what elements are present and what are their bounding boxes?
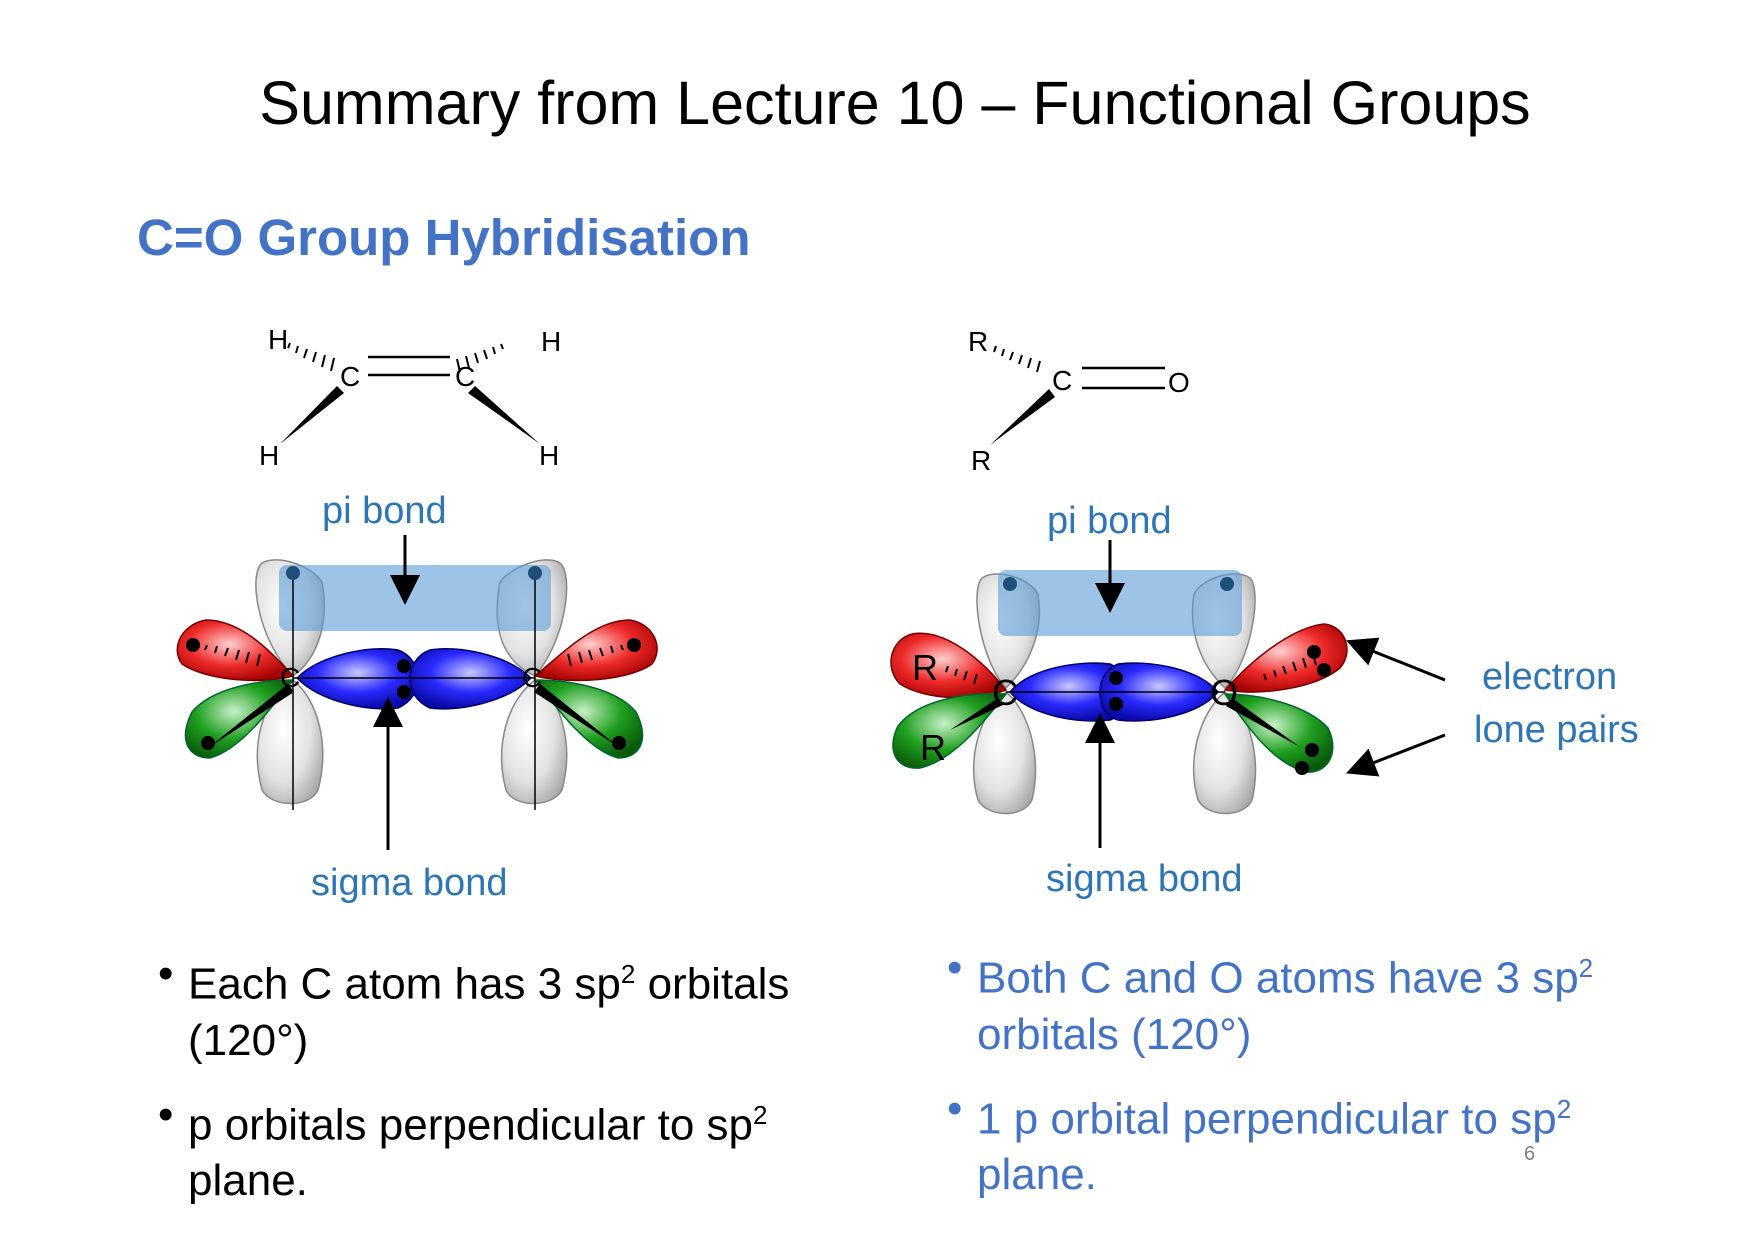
atom-c: C (1052, 365, 1072, 396)
lone-pairs-label: lone pairs (1474, 709, 1639, 751)
atom-h: H (541, 326, 561, 357)
page-number: 6 (1524, 1143, 1536, 1165)
atom-r: R (920, 727, 946, 768)
atom-h: H (268, 324, 288, 355)
bullet-item: p orbitals perpendicular to sp2 plane. (158, 1087, 808, 1210)
bullet-item: Each C atom has 3 sp2 orbitals (120°) (158, 946, 808, 1069)
atom-c: C (522, 662, 542, 693)
atom-h: H (259, 440, 279, 471)
atom-r: R (912, 647, 938, 688)
bullet-list-ethene: Each C atom has 3 sp2 orbitals (120°) p … (158, 946, 808, 1227)
pi-bond-region (998, 570, 1242, 636)
carbonyl-orbitals: R R C O (890, 540, 1446, 848)
pi-bond-label: pi bond (1047, 500, 1172, 542)
electron-label: electron (1482, 656, 1618, 698)
lone-pair-arrow (1346, 733, 1446, 777)
section-heading: C=O Group Hybridisation (137, 209, 751, 266)
atom-c: C (280, 662, 300, 693)
slide-title: Summary from Lecture 10 – Functional Gro… (259, 69, 1531, 137)
lone-pair-arrow (1346, 637, 1446, 682)
sigma-bond-label: sigma bond (1046, 858, 1243, 900)
pi-bond-region (279, 565, 551, 631)
atom-c: C (340, 361, 360, 392)
atom-h: H (539, 440, 559, 471)
atom-o: O (1210, 672, 1238, 713)
atom-c: C (455, 361, 475, 392)
bullet-item: Both C and O atoms have 3 sp2 orbitals (… (947, 940, 1597, 1063)
carbonyl-structure: R R C O (968, 326, 1190, 476)
ethene-structure: H H H H C C (259, 324, 561, 471)
atom-r: R (968, 326, 988, 357)
atom-r: R (971, 445, 991, 476)
atom-c: C (992, 672, 1018, 713)
sigma-bond-label: sigma bond (311, 862, 508, 904)
bullet-list-carbonyl: Both C and O atoms have 3 sp2 orbitals (… (947, 940, 1597, 1221)
ethene-orbitals: C C (176, 535, 658, 850)
atom-o: O (1168, 367, 1190, 398)
bullet-item: 1 p orbital perpendicular to sp2 plane. (947, 1081, 1597, 1204)
pi-bond-label: pi bond (322, 490, 447, 532)
